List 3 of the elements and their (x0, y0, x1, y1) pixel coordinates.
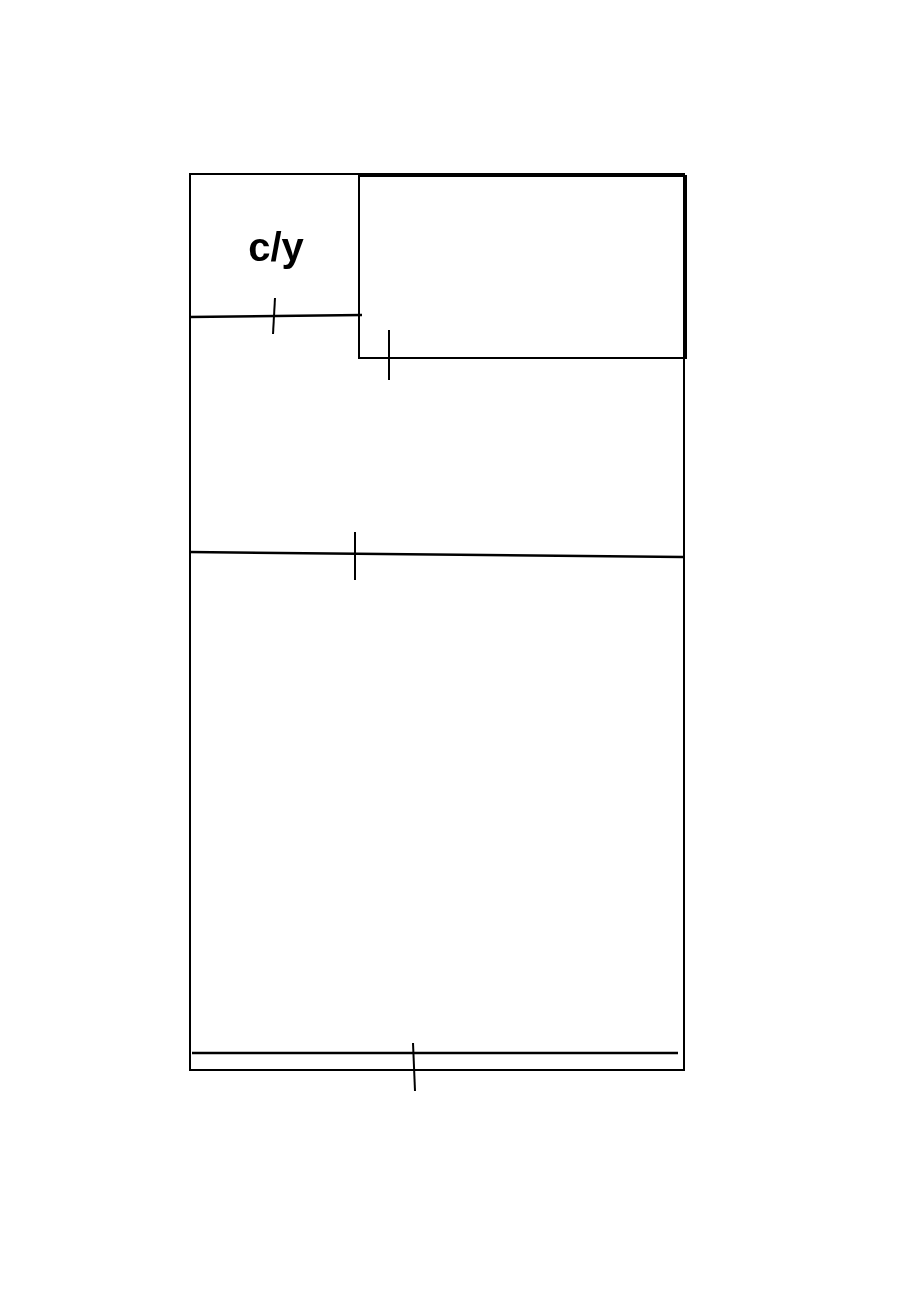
room-outline (358, 175, 687, 359)
room-label: c/y (247, 227, 305, 267)
building-outline (189, 173, 685, 1071)
